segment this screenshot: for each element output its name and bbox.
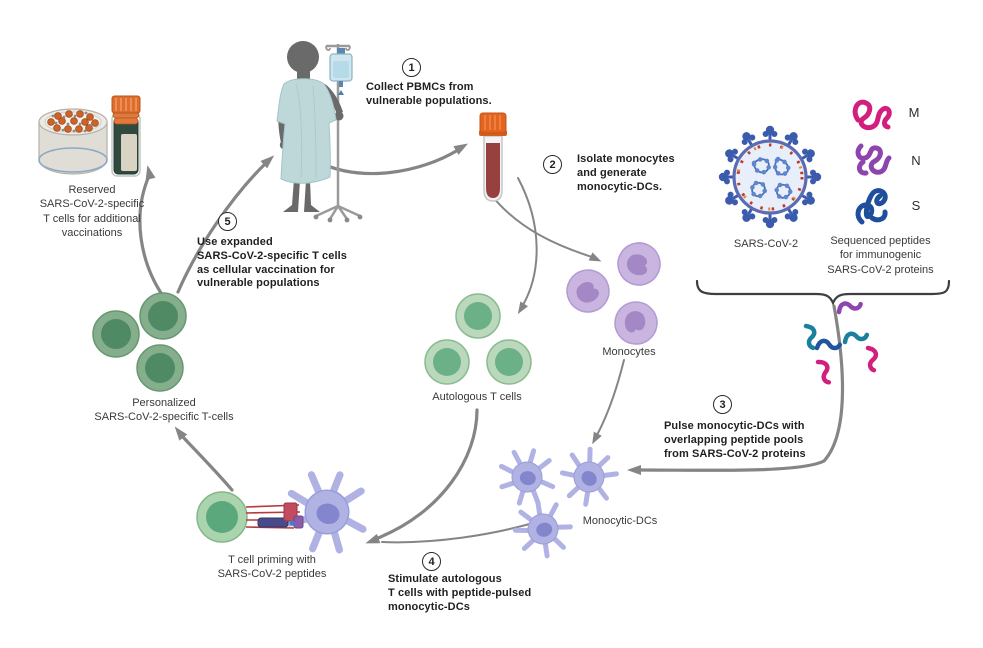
step-1-text: Collect PBMCs from vulnerable population… <box>366 81 492 107</box>
iv-bag-icon <box>329 48 353 95</box>
step-2-text: Isolate monocytes and generate monocytic… <box>577 153 675 193</box>
peptide-n-icon <box>855 143 892 176</box>
peptide-s-icon <box>855 188 888 225</box>
monocytic-dcs-illustration <box>496 439 627 562</box>
label-personalized-t-cells: Personalized SARS-CoV-2-specific T-cells <box>94 397 234 424</box>
patient-illustration <box>276 41 363 223</box>
peptide-letter-m: M <box>908 105 920 120</box>
step-4-number: 4 <box>422 552 441 571</box>
step-3-text: Pulse monocytic-DCs with overlapping pep… <box>664 420 806 460</box>
cryobox-icon <box>38 108 108 175</box>
step-5-number: 5 <box>218 212 237 231</box>
step-4-text: Stimulate autologous T cells with peptid… <box>388 573 532 613</box>
label-t-cell-priming: T cell priming with SARS-CoV-2 peptides <box>217 554 327 581</box>
step-1-number: 1 <box>402 58 421 77</box>
t-cell-priming-illustration <box>196 464 375 560</box>
brace <box>695 279 951 306</box>
flow-arrows <box>138 143 845 544</box>
label-reserved-t-cells: Reserved SARS-CoV-2-specific T cells for… <box>39 184 145 239</box>
peptide-letter-n: N <box>911 153 921 168</box>
label-monocytes: Monocytes <box>602 346 656 358</box>
label-sequenced-peptides: Sequenced peptides for immunogenic SARS-… <box>827 235 934 276</box>
step-3-number: 3 <box>713 395 732 414</box>
label-autologous-t-cells: Autologous T cells <box>432 391 522 403</box>
step-2-number: 2 <box>543 155 562 174</box>
peptide-letter-s: S <box>911 198 921 213</box>
autologous-t-cells-illustration <box>424 293 532 385</box>
step-5-text: Use expanded SARS-CoV-2-specific T cells… <box>197 236 348 290</box>
cryovial-icon <box>111 95 141 177</box>
label-monocytic-dcs: Monocytic-DCs <box>582 515 658 527</box>
personalized-t-cells-illustration <box>92 292 187 392</box>
label-sars-cov-2: SARS-CoV-2 <box>733 238 799 250</box>
peptide-m-icon <box>852 99 892 131</box>
blood-tube-icon <box>479 112 507 202</box>
sars-cov-2-virus-icon <box>717 124 823 230</box>
